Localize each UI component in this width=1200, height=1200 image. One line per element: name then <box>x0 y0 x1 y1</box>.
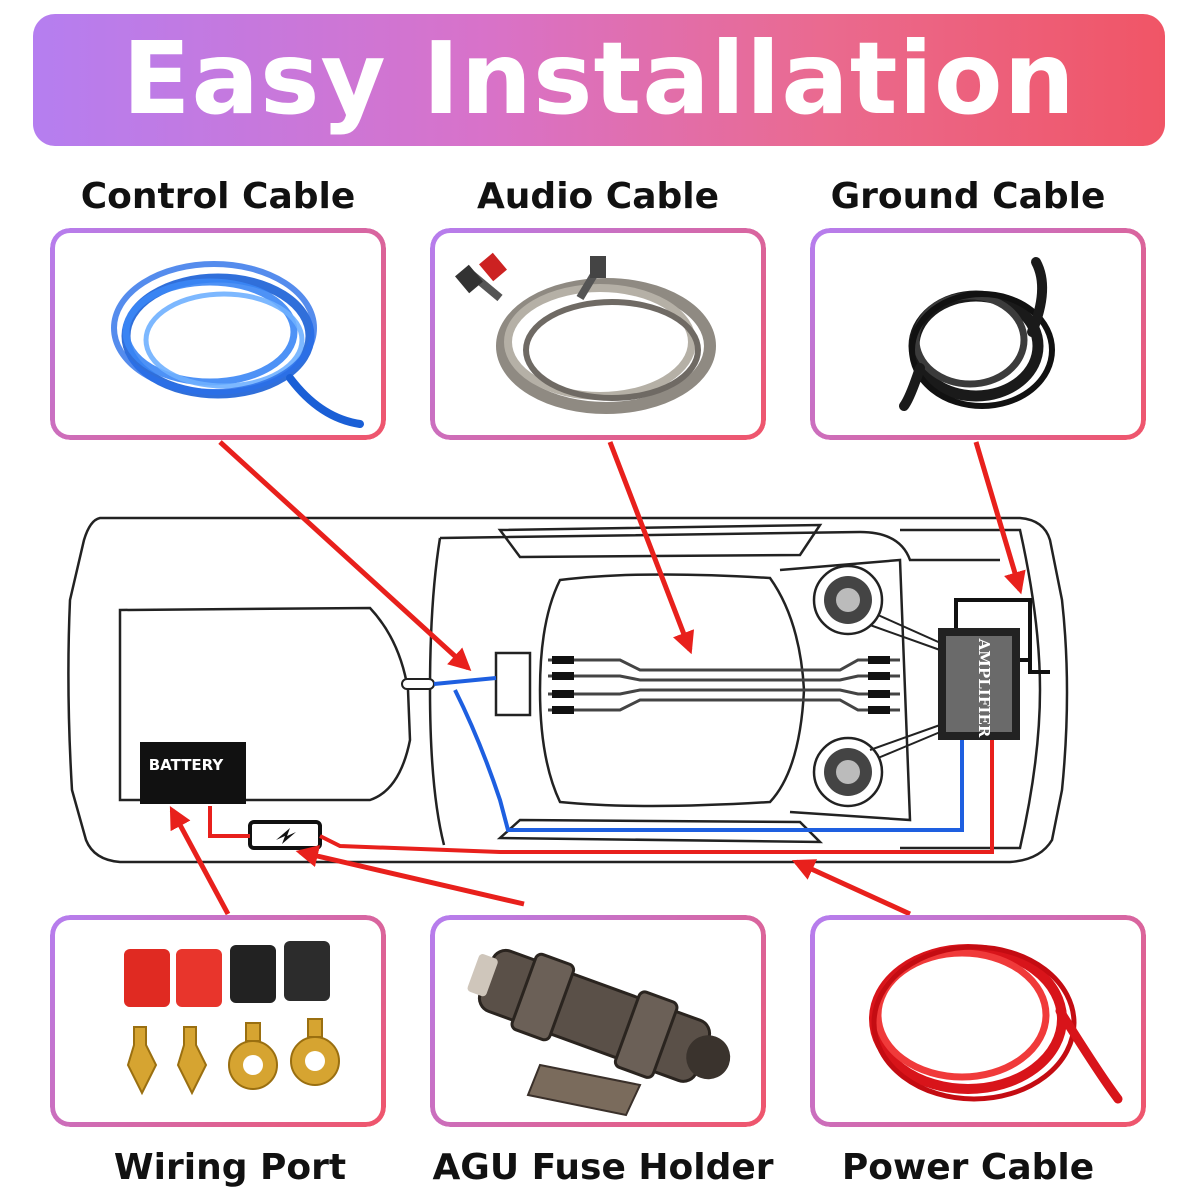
control-cable-panel <box>50 228 386 440</box>
ground-wire <box>954 598 1032 662</box>
label-audio-cable: Audio Cable <box>476 176 720 217</box>
audio-cable-panel <box>430 228 766 440</box>
title-banner: Easy Installation <box>33 14 1165 146</box>
amplifier-label: AMPLIFIER <box>975 638 993 738</box>
fuse-holder-icon <box>467 948 731 1117</box>
head-unit <box>494 651 532 717</box>
battery-label: BATTERY <box>149 756 225 774</box>
car-outline <box>67 516 1069 864</box>
blue-cable-coil-icon <box>111 261 364 428</box>
label-ground-cable: Ground Cable <box>830 176 1106 217</box>
label-power-cable: Power Cable <box>841 1147 1095 1188</box>
wiring-port-panel <box>50 915 386 1127</box>
banner-title: Easy Installation <box>122 20 1076 137</box>
battery: BATTERY <box>140 742 246 804</box>
label-control-cable: Control Cable <box>80 176 356 217</box>
audio-cable-coil-icon <box>455 252 716 414</box>
ground-cable-panel <box>810 228 1146 440</box>
fuse-holder-panel <box>430 915 766 1127</box>
label-wiring-port: Wiring Port <box>113 1147 347 1188</box>
pointer-arrows <box>169 440 1026 917</box>
power-wire-battery <box>208 806 250 838</box>
remote-wire <box>453 689 964 832</box>
label-agu-fuse-holder: AGU Fuse Holder <box>432 1147 774 1188</box>
power-wire-main <box>319 740 994 854</box>
power-cable-panel <box>810 915 1146 1127</box>
inline-fuse <box>248 820 322 850</box>
speaker-bottom <box>812 736 884 808</box>
speaker-top <box>812 564 884 636</box>
black-cable-coil-icon <box>899 257 1055 411</box>
amplifier: AMPLIFIER <box>938 628 1020 740</box>
heat-shrink-and-terminals-icon <box>124 941 340 1096</box>
rca-lines <box>548 658 900 712</box>
red-cable-coil-icon <box>869 944 1123 1104</box>
